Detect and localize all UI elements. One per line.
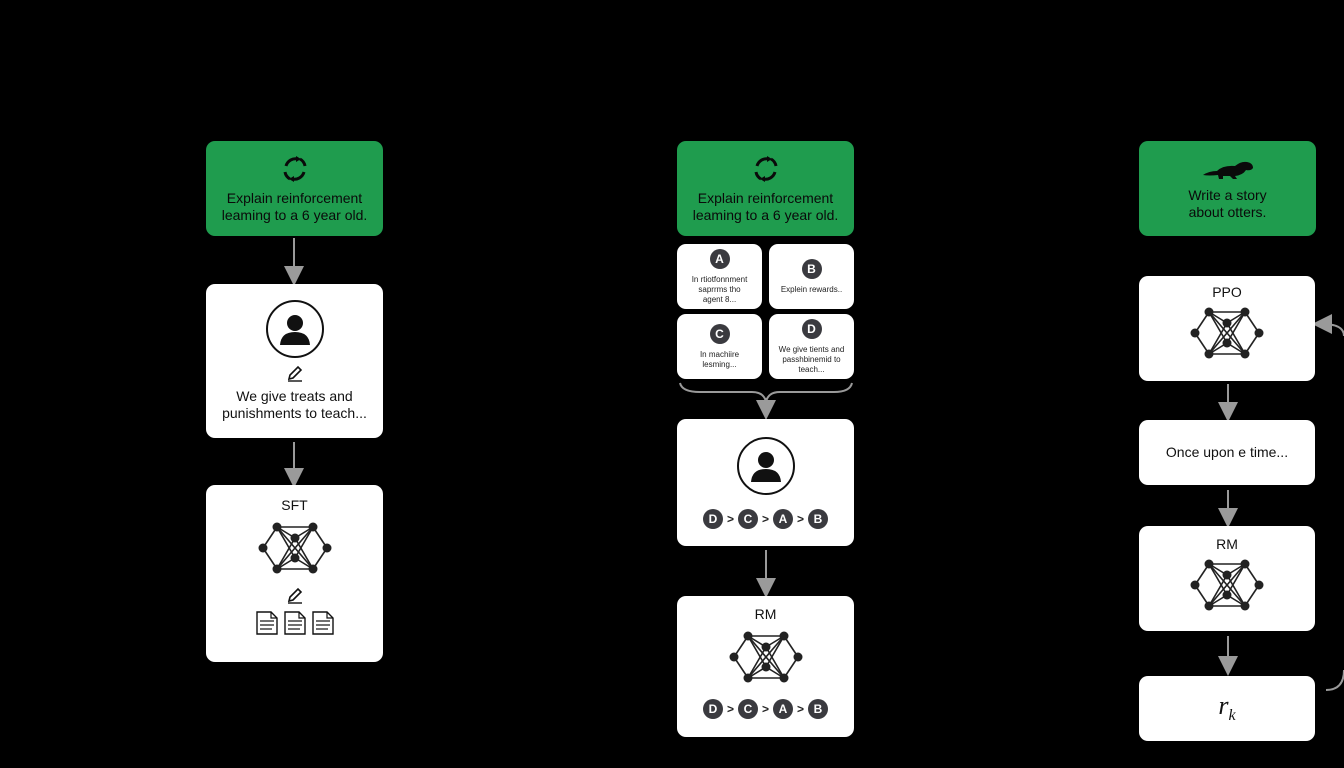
option-card-b: B Explein rewards.. (769, 244, 854, 309)
greater-than: > (761, 511, 769, 526)
feedback-loop (1325, 669, 1344, 691)
option-badge: C (709, 323, 730, 344)
option-card-a: A In rtiotfonnment saprrms tho agent 8..… (677, 244, 762, 309)
ranking: D > C > A > B (702, 508, 829, 529)
option-text: We give tients and passhbinemid to teach… (778, 344, 845, 374)
sft-model-card: SFT (206, 485, 383, 662)
rank-badge: A (773, 699, 793, 719)
policy-label: PPO (1212, 284, 1242, 300)
option-badge: D (801, 318, 822, 339)
neural-network-icon (1189, 302, 1265, 369)
greater-than: > (761, 702, 769, 716)
person-icon (736, 436, 795, 495)
rank-badge: C (737, 508, 758, 529)
option-text: In rtiotfonnment saprrms tho agent 8... (691, 274, 748, 304)
prompt-card: Explain reinforcement leaming to a 6 yea… (206, 141, 383, 236)
prompt-text: Explain reinforcement leaming to a 6 yea… (692, 189, 839, 223)
ranking: D > C > A > B (702, 699, 829, 719)
option-card-d: D We give tients and passhbinemid to tea… (769, 314, 854, 379)
option-text: In machiire lesming... (699, 349, 740, 369)
prompt-text: Write a story about otters. (1188, 186, 1267, 220)
option-text: Explein rewards.. (780, 284, 843, 294)
rank-badge: D (702, 508, 723, 529)
neural-network-icon (728, 626, 804, 693)
rank-badge: B (808, 699, 829, 719)
demonstration-card: We give treats and punishments to teach.… (206, 284, 383, 438)
prompt-text: Explain reinforcement leaming to a 6 yea… (221, 189, 368, 223)
model-label: RM (1216, 536, 1238, 552)
greater-than: > (726, 511, 734, 526)
model-label: SFT (281, 497, 308, 513)
cycle-icon (754, 155, 777, 182)
reward-card: rk (1139, 676, 1315, 741)
arrow-icon (1312, 314, 1344, 337)
reward-subscript: k (1228, 707, 1236, 725)
neural-network-icon (1189, 554, 1265, 621)
reward-model-card: RM D > C > A > B (677, 596, 854, 737)
labeler-ranking-card: D > C > A > B (677, 419, 854, 546)
ppo-policy-card: PPO (1139, 276, 1315, 381)
option-card-c: C In machiire lesming... (677, 314, 762, 379)
model-label: RM (754, 606, 777, 622)
greater-than: > (797, 702, 805, 716)
output-text: Once upon e time... (1165, 444, 1289, 460)
document-icon (255, 611, 278, 635)
option-badge: A (709, 248, 730, 269)
prompt-card: Write a story about otters. (1139, 141, 1316, 236)
pencil-icon (287, 365, 302, 382)
prompt-card: Explain reinforcement leaming to a 6 yea… (677, 141, 854, 236)
rank-badge: B (808, 508, 829, 529)
cycle-icon (283, 155, 306, 182)
otter-icon (1202, 161, 1253, 179)
rank-badge: D (702, 699, 723, 719)
option-badge: B (801, 258, 822, 279)
rank-badge: C (737, 699, 758, 719)
reward-symbol: r (1218, 691, 1229, 721)
pencil-icon (287, 587, 302, 604)
reward-value: rk (1218, 691, 1235, 725)
demonstration-text: We give treats and punishments to teach.… (222, 388, 367, 421)
greater-than: > (726, 702, 734, 716)
rank-badge: A (773, 508, 793, 529)
output-card: Once upon e time... (1139, 420, 1315, 485)
document-icon (311, 611, 334, 635)
greater-than: > (797, 511, 805, 526)
neural-network-icon (257, 517, 333, 584)
reward-model-card: RM (1139, 526, 1315, 631)
person-icon (265, 300, 324, 358)
document-icon (283, 611, 306, 635)
